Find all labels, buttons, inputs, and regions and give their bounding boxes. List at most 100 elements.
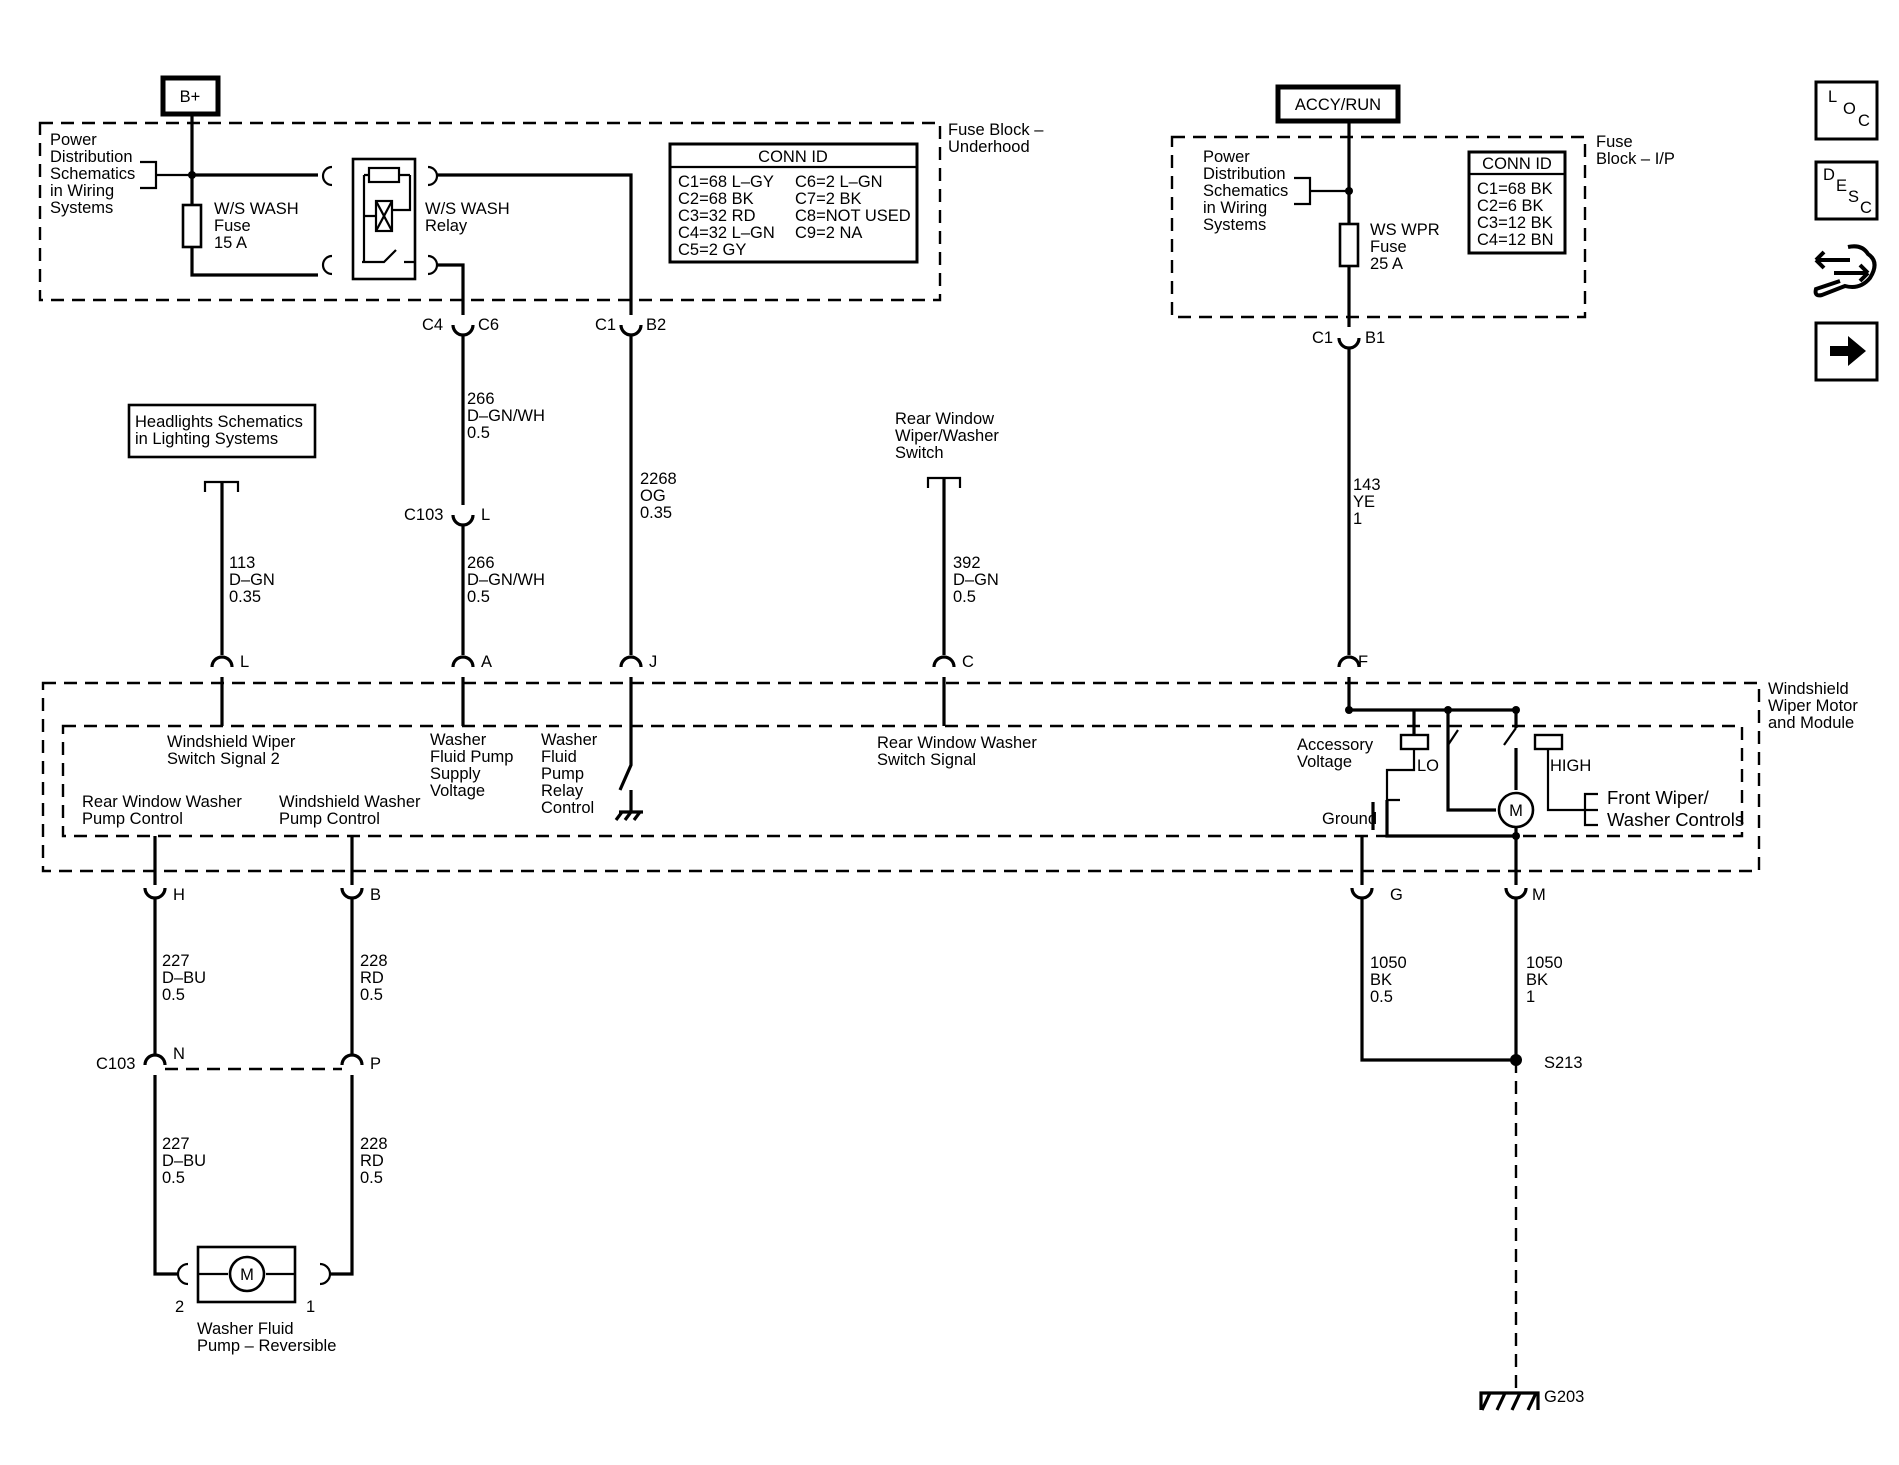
wrench-connector-icon[interactable] [1813, 244, 1877, 298]
headlights-ref-line1: Headlights Schematics [135, 413, 303, 431]
pump-pin-2: 2 [175, 1298, 184, 1316]
next-arrow-button[interactable] [1814, 321, 1879, 382]
ws-wash-fuse-icon [181, 203, 203, 249]
ip-conn-c1: C1=68 BK [1477, 180, 1553, 198]
wiper-motor-label: M [1509, 802, 1523, 820]
wire-227-upper-color: D–BU [162, 969, 206, 987]
accessory-bus-dot-3 [1512, 706, 1520, 714]
relay-out-to-b2-wire [437, 173, 633, 315]
washer-supply-label-3: Supply [430, 765, 481, 783]
pump-pin-1: 1 [306, 1298, 315, 1316]
ip-conn-id-table: CONN ID C1=68 BK C2=6 BK C3=12 BK C4=12 … [1467, 150, 1567, 255]
power-dist-ref-line3: Schematics [50, 165, 135, 183]
module-pin-l: L [240, 653, 249, 671]
power-dist-bracket [140, 160, 192, 190]
wire-1050-b-color: BK [1526, 971, 1548, 989]
conn-c1: C1=68 L–GY [678, 173, 774, 191]
wire-143-size: 1 [1353, 510, 1362, 528]
conn-c5: C5=2 GY [678, 241, 746, 259]
conn-c4: C4=32 L–GN [678, 224, 775, 242]
wire-1050-a-color: BK [1370, 971, 1392, 989]
wire-1050-a-num: 1050 [1370, 954, 1407, 972]
wire-113-size: 0.35 [229, 588, 261, 606]
wire-227-lower-num: 227 [162, 1135, 190, 1153]
wire-1050-b-num: 1050 [1526, 954, 1563, 972]
ws-wpr-fuse-label: WS WPR [1370, 221, 1440, 239]
ip-power-dist-bracket [1294, 176, 1349, 206]
g203-label: G203 [1544, 1388, 1584, 1406]
headlights-ref-line2: in Lighting Systems [135, 430, 278, 448]
ws-wpr-fuse-label-2: Fuse [1370, 238, 1407, 256]
module-pin-f: F [1358, 653, 1368, 671]
headlights-schematic-ref: Headlights Schematics in Lighting System… [127, 403, 317, 459]
fuse-block-ip-title: Fuse [1596, 133, 1633, 151]
accessory-bus-wire [1347, 677, 1518, 728]
ws-wiper-signal-label-2: Switch Signal 2 [167, 750, 280, 768]
c103-lower-arcs [143, 1053, 364, 1066]
ws-wash-relay-label-2: Relay [425, 217, 468, 235]
relay-connector-arcs [321, 165, 439, 276]
power-dist-ref-line2: Distribution [50, 148, 133, 166]
ws-wash-fuse-label-2: Fuse [214, 217, 251, 235]
loc-nav-button[interactable]: L O C [1814, 80, 1879, 141]
g203-ground-icon [1479, 1391, 1540, 1411]
ip-power-dist-line2: Distribution [1203, 165, 1286, 183]
underhood-conn-id-title: CONN ID [758, 148, 828, 166]
accessory-bus-dot-2 [1444, 706, 1452, 714]
pump-circuit-wires [153, 898, 354, 1276]
fuse-block-underhood-title: Fuse Block – [948, 121, 1044, 139]
wiper-module-inner-boundary [61, 724, 1744, 838]
accy-run-text: ACCY/RUN [1295, 96, 1381, 114]
rear-pump-ctrl-label: Rear Window Washer [82, 793, 242, 811]
lo-relay-coil-icon [1399, 733, 1430, 751]
connector-b1: B1 [1365, 329, 1385, 347]
power-dist-ref-line1: Power [50, 131, 97, 149]
relay-coil-cross [375, 200, 393, 232]
module-pin-g: G [1390, 886, 1403, 904]
wire-228-upper-size: 0.5 [360, 986, 383, 1004]
wiper-module-title: Windshield [1768, 680, 1849, 698]
desc-letter-e: E [1836, 177, 1847, 195]
fuse-block-underhood-title-2: Underhood [948, 138, 1030, 156]
wire-227-lower-size: 0.5 [162, 1169, 185, 1187]
wiper-module-title-3: and Module [1768, 714, 1854, 732]
wire-113-num: 113 [229, 554, 255, 572]
underhood-conn-id-table: CONN ID C1=68 L–GY C2=68 BK C3=32 RD C4=… [668, 142, 919, 264]
wire-266-upper-color: D–GN/WH [467, 407, 545, 425]
fuse-block-ip-boundary [1170, 135, 1587, 319]
accy-splice-dot [1345, 187, 1353, 195]
ip-power-dist-line1: Power [1203, 148, 1250, 166]
wire-143-num: 143 [1353, 476, 1381, 494]
connector-c1-underhood: C1 [595, 316, 616, 334]
washer-pump-motor-label: M [240, 1266, 254, 1284]
b-plus-label: B+ [160, 75, 221, 117]
ws-wash-fuse-label: W/S WASH [214, 200, 299, 218]
wiper-module-title-2: Wiper Motor [1768, 697, 1858, 715]
wire-2268-color: OG [640, 487, 666, 505]
rear-switch-ref-line2: Wiper/Washer [895, 427, 999, 445]
connector-c103-upper: C103 [404, 506, 443, 524]
rear-switch-ref-line3: Switch [895, 444, 944, 462]
connector-c103-lower: C103 [96, 1055, 135, 1073]
module-pin-j: J [649, 653, 657, 671]
washer-relay-label-4: Relay [541, 782, 584, 800]
motor-return-wire [1385, 800, 1516, 838]
front-controls-label-2: Washer Controls [1607, 809, 1744, 830]
fuse-block-ip-title-2: Block – I/P [1596, 150, 1675, 168]
motor-return-dot [1512, 832, 1520, 840]
pump-connector-arcs [176, 1262, 332, 1286]
module-bottom-pin-arcs [143, 887, 1528, 900]
high-relay-coil-icon [1533, 733, 1564, 751]
connector-c6: C6 [478, 316, 499, 334]
module-top-pin-arcs [210, 655, 1361, 668]
washer-pump-label-2: Pump – Reversible [197, 1337, 336, 1355]
desc-nav-button[interactable]: D E S C [1814, 160, 1879, 221]
wire-228-lower-num: 228 [360, 1135, 388, 1153]
ip-power-dist-line3: Schematics [1203, 182, 1288, 200]
relay-resistor-icon [367, 166, 401, 184]
wiper-module-outer-boundary [41, 681, 1761, 873]
washer-supply-label-4: Voltage [430, 782, 485, 800]
wire-2268-size: 0.35 [640, 504, 672, 522]
rear-switch-ref-line1: Rear Window [895, 410, 994, 428]
connector-b2: B2 [646, 316, 666, 334]
